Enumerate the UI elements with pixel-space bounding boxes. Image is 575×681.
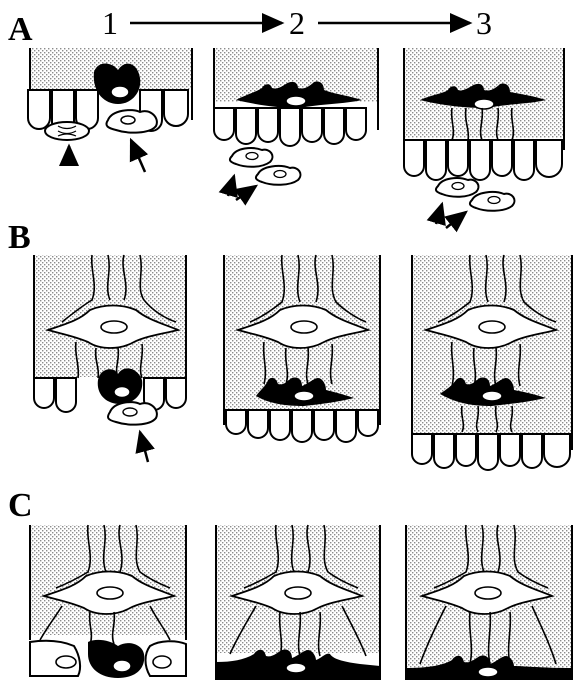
row-c-stage-1 [30,525,186,678]
stage-number-1: 1 [102,5,118,41]
row-label-c: C [8,487,33,524]
row-c-stage-3 [406,525,572,680]
row-c-stage-2 [216,525,380,680]
stage-number-3: 3 [476,5,492,41]
row-b-stage-2 [224,255,380,442]
row-label-a: A [8,11,33,48]
row-a-stage-3 [404,48,564,228]
row-a-stage-1 [28,48,192,172]
row-a-stage-2 [214,48,378,200]
row-b-stage-1 [34,255,186,462]
stage-number-2: 2 [289,5,305,41]
row-b-stage-3 [412,255,572,470]
row-label-b: B [8,219,31,256]
